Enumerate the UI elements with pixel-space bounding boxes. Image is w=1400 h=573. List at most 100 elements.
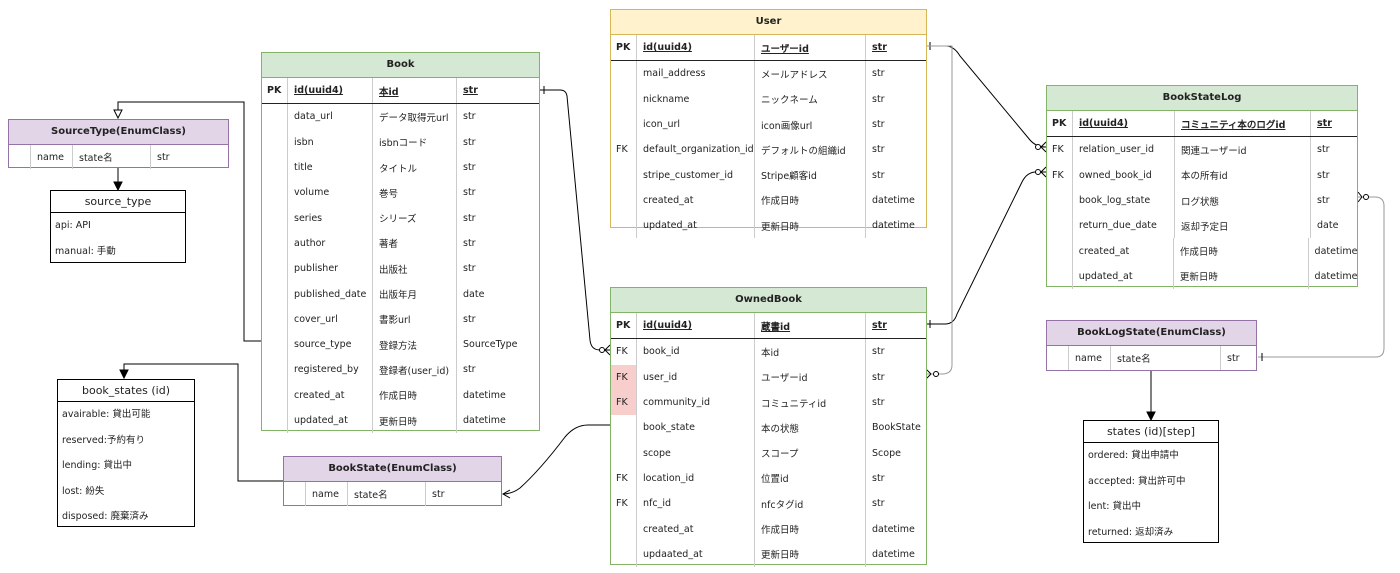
cell-name: book_id bbox=[637, 339, 755, 365]
cell-type: str bbox=[872, 144, 885, 156]
cell-name: updaated_at bbox=[637, 541, 755, 567]
list-item: reserved:予約有り bbox=[62, 434, 145, 446]
cell-name: community_id bbox=[637, 389, 755, 416]
cell-label: 更新日時 bbox=[1174, 263, 1309, 290]
cell-type: str bbox=[872, 320, 887, 332]
cell-label: 位置id bbox=[755, 465, 866, 492]
booklogstate-enum-table: BookLogState(EnumClass) name state名 str bbox=[1046, 320, 1257, 371]
cell-key: PK bbox=[611, 35, 637, 61]
cell-key bbox=[611, 440, 637, 466]
cell-type: datetime bbox=[872, 194, 915, 206]
cell-type: str bbox=[872, 397, 885, 409]
cell-type: BookState bbox=[872, 422, 921, 434]
booklogstate-enum-title: BookLogState(EnumClass) bbox=[1047, 321, 1256, 346]
cell-type: Scope bbox=[872, 447, 901, 459]
cell-key bbox=[262, 104, 288, 130]
cell-key: FK bbox=[611, 137, 637, 163]
cell-type: str bbox=[872, 498, 885, 510]
cell-type: str bbox=[1317, 195, 1330, 207]
cell-key bbox=[262, 281, 288, 307]
cell-name: cover_url bbox=[288, 306, 373, 332]
cell-name: nfc_id bbox=[637, 491, 755, 517]
cell-key bbox=[1047, 213, 1073, 239]
cell-label: ニックネーム bbox=[755, 86, 866, 112]
cell-key bbox=[262, 357, 288, 383]
cell-name: data_url bbox=[288, 104, 373, 130]
cell-type: str bbox=[463, 237, 476, 249]
cell-key: FK bbox=[1047, 162, 1073, 188]
cell-label: 登録者(user_id) bbox=[373, 357, 457, 383]
ownedbook-bookstatelog-connector bbox=[926, 171, 1046, 325]
cell-key bbox=[262, 230, 288, 257]
cell-label: ユーザーid bbox=[755, 35, 866, 61]
cell-label: 更新日時 bbox=[373, 407, 457, 434]
cell-type: str bbox=[463, 364, 476, 376]
bookstatelog-table-title: BookStateLog bbox=[1047, 86, 1357, 111]
cell-name: icon_url bbox=[637, 111, 755, 138]
cell-name: id(uuid4) bbox=[637, 313, 755, 339]
cell-label: コミュニティ本のログid bbox=[1175, 111, 1311, 137]
cell-name: relation_user_id bbox=[1073, 137, 1175, 163]
cell-type: str bbox=[872, 42, 887, 54]
book-states-box-title: book_states (id) bbox=[58, 380, 194, 402]
source-type-values-box: source_type api: API manual: 手動 bbox=[50, 190, 186, 263]
cell-type: datetime bbox=[872, 523, 915, 535]
cell-name: updated_at bbox=[288, 407, 373, 434]
cell-key bbox=[262, 407, 288, 434]
cell-type: str bbox=[872, 371, 885, 383]
cell-label: 出版年月 bbox=[373, 281, 457, 307]
cell-type: str bbox=[463, 313, 476, 325]
cell-label: 作成日時 bbox=[1174, 238, 1309, 264]
cell-label: 作成日時 bbox=[373, 382, 457, 408]
cell-name: owned_book_id bbox=[1073, 162, 1175, 188]
cell-key bbox=[262, 180, 288, 206]
cell-type: str bbox=[872, 169, 885, 181]
cell-name: default_organization_id bbox=[637, 137, 755, 163]
cell-name: updated_at bbox=[1073, 263, 1174, 290]
cell-type: str bbox=[1317, 169, 1330, 181]
cell-name: registered_by bbox=[288, 357, 373, 383]
cell-key bbox=[262, 129, 288, 155]
book-sourcetype-connector bbox=[117, 101, 261, 342]
cell-key bbox=[262, 154, 288, 181]
list-item: lent: 貸出中 bbox=[1088, 501, 1141, 512]
cell-type: str bbox=[463, 187, 476, 199]
cell-type: str bbox=[1317, 144, 1330, 156]
source-type-box-title: source_type bbox=[51, 191, 185, 213]
cell-name: mail_address bbox=[637, 61, 755, 87]
cell-label: icon画像url bbox=[755, 111, 866, 138]
user-bookstatelog-connector bbox=[926, 45, 1047, 148]
cell-key: FK bbox=[611, 491, 637, 517]
user-ownedbook-connector bbox=[926, 45, 953, 375]
cell-key: FK bbox=[1047, 137, 1073, 163]
cell-type: date bbox=[1317, 220, 1339, 232]
ownedbook-bookstate-connector bbox=[502, 424, 610, 495]
cell-type: datetime bbox=[1314, 245, 1357, 257]
bookstate-enum-table: BookState(EnumClass) name state名 str bbox=[283, 456, 502, 506]
cell-key: FK bbox=[611, 364, 637, 390]
cell-key bbox=[262, 205, 288, 231]
list-item: lending: 貸出中 bbox=[62, 460, 132, 471]
cell-name: nickname bbox=[637, 86, 755, 112]
cell-type: str bbox=[463, 111, 476, 123]
